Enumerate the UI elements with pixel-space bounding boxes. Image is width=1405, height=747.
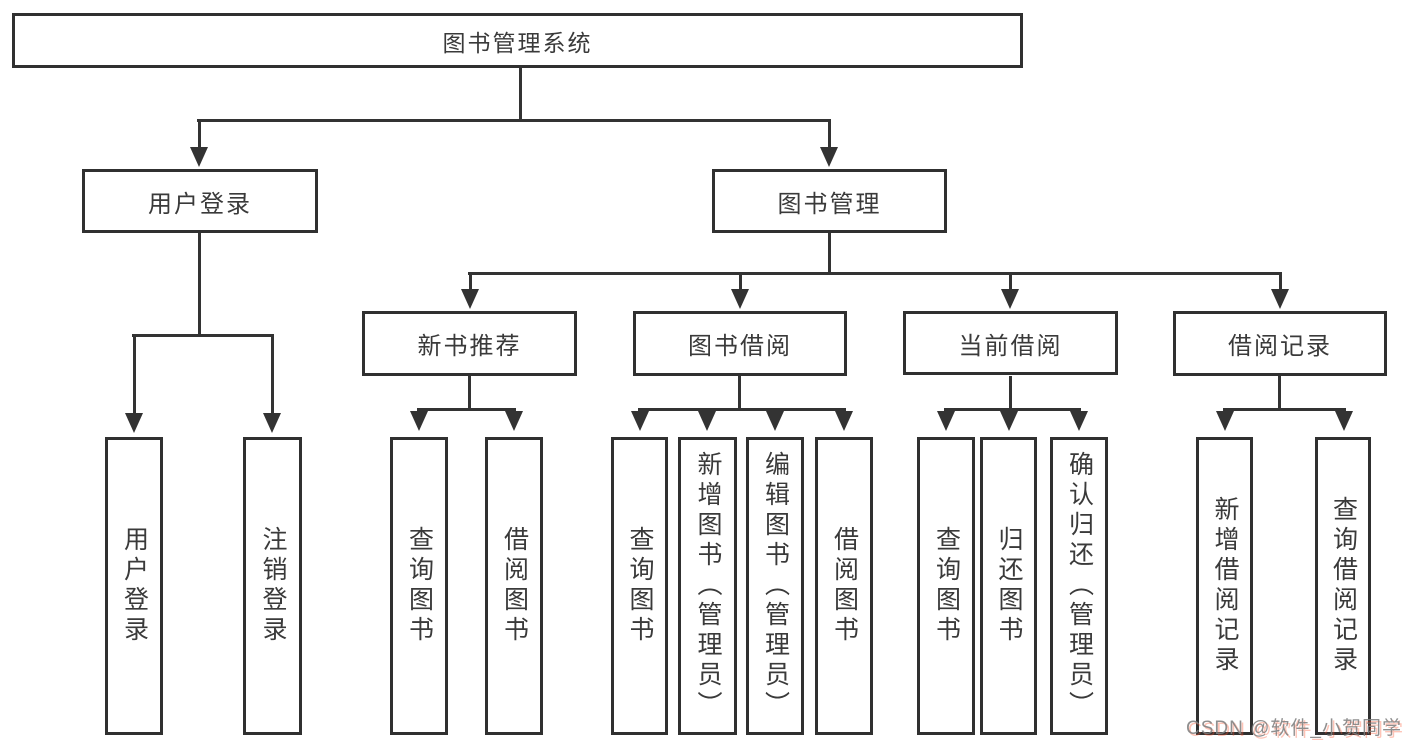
connector-line <box>468 376 471 411</box>
node-new-book-recommend-label: 新书推荐 <box>417 333 522 360</box>
leaf-recommend-query-book-label: 查询图书 <box>405 526 434 646</box>
leaf-borrow-query-book-label: 查询图书 <box>626 526 654 646</box>
csdn-watermark: CSDN @软件_小贺同学 <box>1186 718 1402 739</box>
arrow-down-icon <box>125 413 143 433</box>
arrow-down-icon <box>1000 411 1018 431</box>
node-borrow-record-label: 借阅记录 <box>1228 333 1332 360</box>
connector-line <box>828 122 831 149</box>
leaf-borrow-book: 借阅图书 <box>815 437 873 735</box>
connector-line <box>468 272 1282 275</box>
connector-line <box>1009 376 1012 411</box>
leaf-recommend-query-book: 查询图书 <box>390 437 448 735</box>
leaf-user-login: 用户登录 <box>105 437 163 735</box>
arrow-down-icon <box>820 147 838 167</box>
leaf-borrow-book-label: 借阅图书 <box>830 526 859 646</box>
arrow-down-icon <box>698 411 716 431</box>
connector-line <box>198 233 201 337</box>
connector-line <box>739 275 742 291</box>
arrow-down-icon <box>631 411 649 431</box>
leaf-borrow-query-book: 查询图书 <box>611 437 668 735</box>
node-root-label: 图书管理系统 <box>442 29 593 56</box>
arrow-down-icon <box>1216 411 1234 431</box>
leaf-current-query-book: 查询图书 <box>917 437 975 735</box>
connector-line <box>271 337 274 415</box>
leaf-confirm-return-admin-label: 确认归还（管理员） <box>1065 451 1094 721</box>
leaf-query-borrow-record: 查询借阅记录 <box>1315 437 1371 735</box>
connector-line <box>133 337 136 415</box>
arrow-down-icon <box>461 289 479 309</box>
leaf-current-query-book-label: 查询图书 <box>932 526 961 646</box>
arrow-down-icon <box>1070 411 1088 431</box>
node-user-login-label: 用户登录 <box>148 190 252 218</box>
leaf-return-book: 归还图书 <box>980 437 1037 735</box>
node-root: 图书管理系统 <box>12 13 1023 68</box>
node-current-borrow-label: 当前借阅 <box>958 332 1063 360</box>
leaf-query-borrow-record-label: 查询借阅记录 <box>1329 496 1358 676</box>
connector-line <box>197 119 831 122</box>
connector-line <box>944 408 1081 411</box>
connector-line <box>469 275 472 291</box>
leaf-recommend-borrow-book: 借阅图书 <box>485 437 543 735</box>
arrow-down-icon <box>731 289 749 309</box>
leaf-logout-label: 注销登录 <box>259 526 287 646</box>
arrow-down-icon <box>263 413 281 433</box>
leaf-add-book-admin-label: 新增图书（管理员） <box>694 451 722 721</box>
node-book-borrow: 图书借阅 <box>633 311 847 376</box>
arrow-down-icon <box>766 411 784 431</box>
leaf-add-book-admin: 新增图书（管理员） <box>678 437 737 735</box>
arrow-down-icon <box>1001 289 1019 309</box>
connector-line <box>519 68 522 122</box>
connector-line <box>198 122 201 149</box>
connector-line <box>828 233 831 275</box>
node-book-management: 图书管理 <box>712 169 947 233</box>
connector-line <box>1278 376 1281 411</box>
connector-line <box>638 408 846 411</box>
arrow-down-icon <box>410 411 428 431</box>
connector-line <box>1223 408 1346 411</box>
leaf-user-login-label: 用户登录 <box>120 526 149 646</box>
leaf-recommend-borrow-book-label: 借阅图书 <box>500 526 529 646</box>
leaf-edit-book-admin: 编辑图书（管理员） <box>746 437 804 735</box>
connector-line <box>738 376 741 411</box>
connector-line <box>1279 275 1282 291</box>
node-book-management-label: 图书管理 <box>777 190 882 218</box>
connector-line <box>132 334 274 337</box>
connector-line <box>1009 275 1012 291</box>
node-user-login: 用户登录 <box>82 169 318 233</box>
connector-line <box>417 408 516 411</box>
node-new-book-recommend: 新书推荐 <box>362 311 577 376</box>
leaf-edit-book-admin-label: 编辑图书（管理员） <box>761 451 790 721</box>
arrow-down-icon <box>835 411 853 431</box>
arrow-down-icon <box>937 411 955 431</box>
node-book-borrow-label: 图书借阅 <box>688 333 792 360</box>
leaf-add-borrow-record-label: 新增借阅记录 <box>1211 496 1239 676</box>
leaf-add-borrow-record: 新增借阅记录 <box>1196 437 1253 735</box>
arrow-down-icon <box>1335 411 1353 431</box>
node-current-borrow: 当前借阅 <box>903 311 1118 375</box>
arrow-down-icon <box>1271 289 1289 309</box>
arrow-down-icon <box>505 411 523 431</box>
leaf-logout: 注销登录 <box>243 437 302 735</box>
leaf-return-book-label: 归还图书 <box>995 526 1023 646</box>
node-borrow-record: 借阅记录 <box>1173 311 1387 376</box>
arrow-down-icon <box>190 147 208 167</box>
leaf-confirm-return-admin: 确认归还（管理员） <box>1050 437 1108 735</box>
